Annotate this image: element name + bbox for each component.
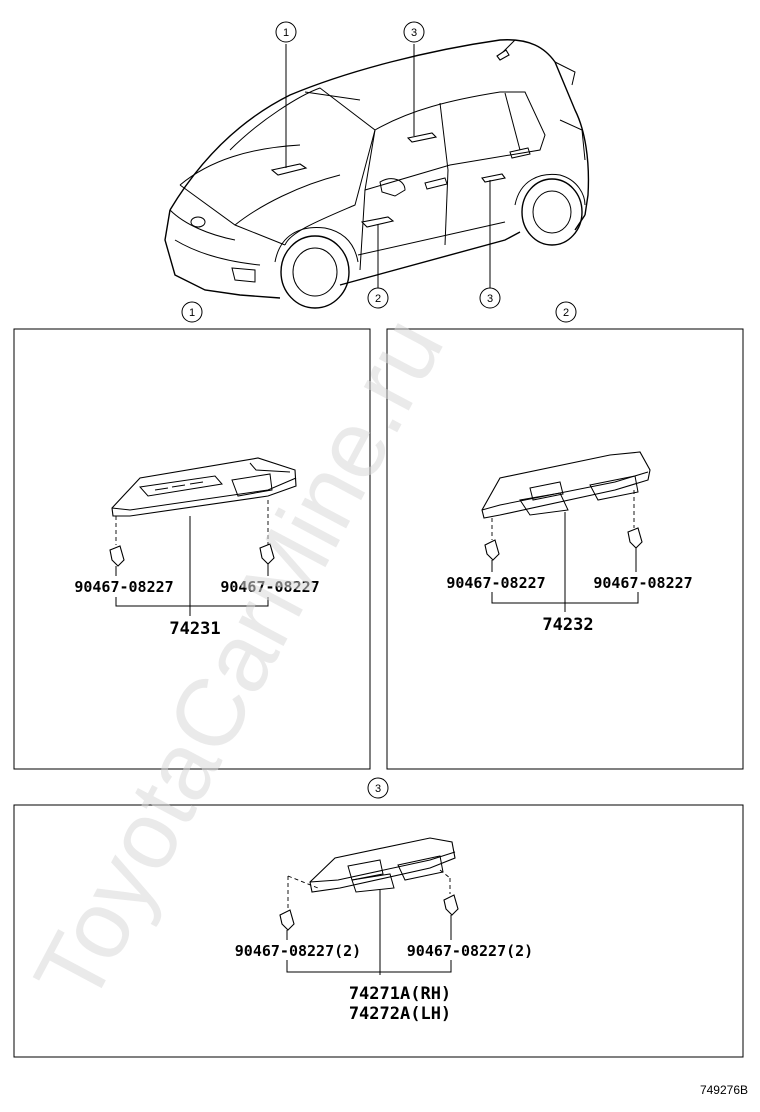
panel-2-frame bbox=[386, 328, 744, 770]
callout-number: 2 bbox=[375, 293, 381, 305]
callout-car-3-top: 3 bbox=[403, 21, 425, 43]
callout-number: 1 bbox=[189, 307, 195, 319]
panel-3-frame bbox=[13, 804, 744, 1058]
panel-1-clip-left-part-number: 90467-08227 bbox=[74, 578, 173, 596]
callout-number: 1 bbox=[283, 27, 289, 39]
car-illustration bbox=[164, 39, 590, 309]
callout-number: 2 bbox=[563, 307, 569, 319]
rear-switch-location-left bbox=[406, 132, 438, 143]
panel-1-switch-drawing bbox=[109, 457, 297, 616]
panel-3-callout: 3 bbox=[367, 777, 389, 799]
panel-3-main-part-number-lh: 74272A(LH) bbox=[349, 1004, 451, 1024]
panel-2-switch-drawing bbox=[481, 451, 651, 612]
callout-car-1: 1 bbox=[275, 21, 297, 43]
callout-car-2: 2 bbox=[367, 287, 389, 309]
callout-number: 3 bbox=[487, 293, 493, 305]
callout-number: 3 bbox=[411, 27, 417, 39]
panel-3-clip-left-part-number: 90467-08227(2) bbox=[235, 942, 361, 960]
panel-2-callout: 2 bbox=[555, 301, 577, 323]
driver-switch-location bbox=[270, 163, 308, 176]
panel-3-switch-drawing bbox=[279, 837, 459, 975]
diagram-reference-id: 749276B bbox=[700, 1083, 748, 1097]
panel-2-clip-left-part-number: 90467-08227 bbox=[446, 574, 545, 592]
panel-1-frame bbox=[13, 328, 371, 770]
panel-3-main-part-number-rh: 74271A(RH) bbox=[349, 984, 451, 1004]
panel-1-main-part-number: 74231 bbox=[169, 619, 220, 639]
panel-1-callout: 1 bbox=[181, 301, 203, 323]
callout-car-3-bottom: 3 bbox=[479, 287, 501, 309]
passenger-switch-location bbox=[360, 216, 395, 228]
watermark-logo: ToyotaCarMine.ru bbox=[14, 301, 464, 1020]
rear-switch-location-right bbox=[481, 173, 506, 183]
panel-1-clip-right-part-number: 90467-08227 bbox=[220, 578, 319, 596]
callout-number: 3 bbox=[375, 783, 381, 795]
panel-3-clip-right-part-number: 90467-08227(2) bbox=[407, 942, 533, 960]
panel-2-clip-right-part-number: 90467-08227 bbox=[593, 574, 692, 592]
panel-2-main-part-number: 74232 bbox=[542, 615, 593, 635]
